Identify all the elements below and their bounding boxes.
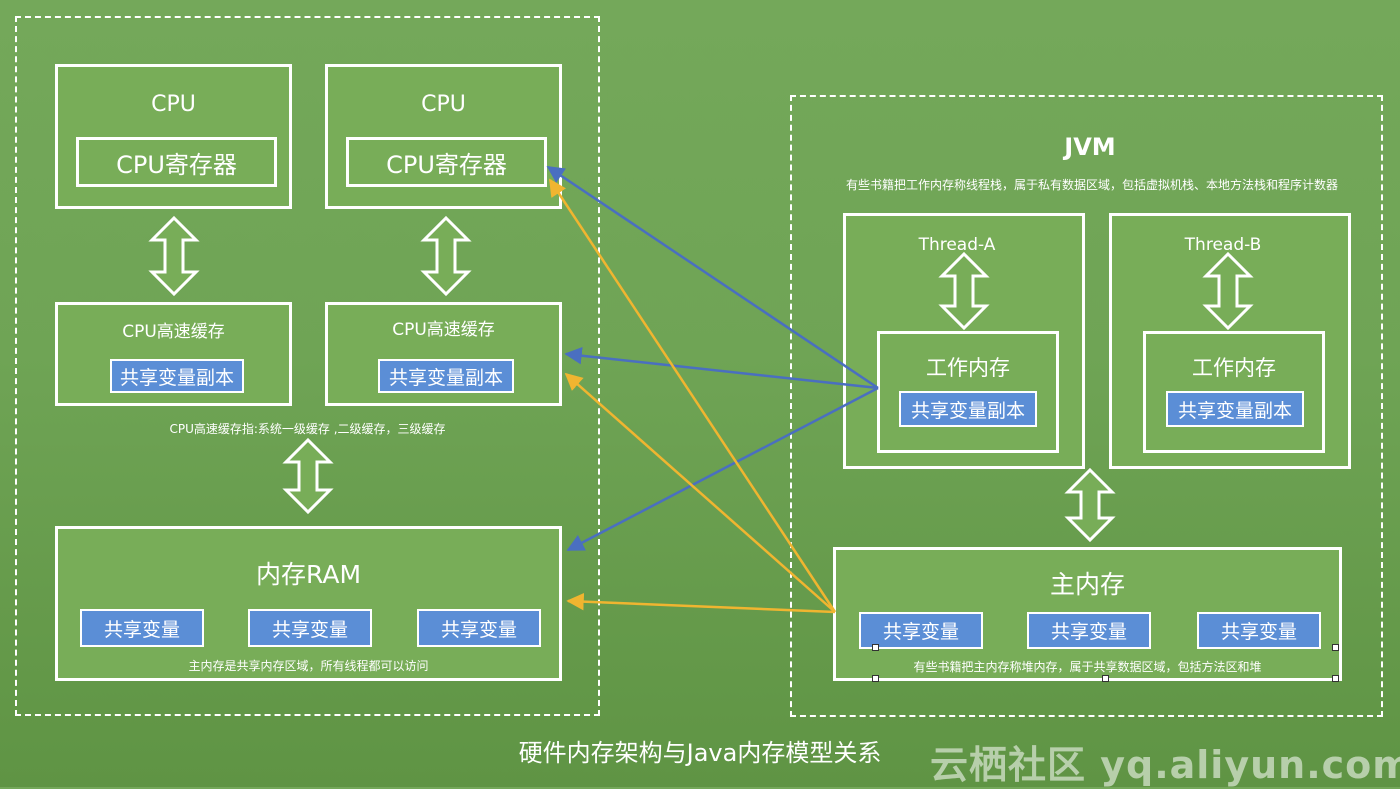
arrow-work-to-ram [566, 386, 879, 552]
ram-box: 内存RAM 共享变量 共享变量 共享变量 主内存是共享内存区域，所有线程都可以访… [55, 526, 562, 681]
thread-b-work-title: 工作内存 [1192, 356, 1276, 380]
arrow-work-to-register [546, 165, 879, 390]
cache-shared-copy-1: 共享变量副本 [110, 359, 244, 393]
thread-a-title: Thread-A [918, 235, 996, 255]
cpu-cache-box-1: CPU高速缓存 共享变量副本 [55, 302, 292, 406]
thread-b-shared-copy: 共享变量副本 [1166, 391, 1304, 427]
thread-b-work-memory: 工作内存 共享变量副本 [1143, 331, 1325, 453]
main-shared-var-3: 共享变量 [1197, 612, 1321, 649]
main-memory-title: 主内存 [1049, 570, 1125, 599]
arrow-main-to-register [548, 178, 837, 613]
double-arrow-icon [938, 251, 990, 331]
jvm-container [790, 95, 1383, 717]
ram-shared-var-1: 共享变量 [80, 609, 204, 647]
cpu-box-2: CPU CPU寄存器 [325, 64, 562, 209]
selection-handle[interactable] [1102, 675, 1109, 682]
jvm-title: JVM [1064, 133, 1116, 161]
hardware-memory-container [15, 16, 600, 716]
figure-caption: 硬件内存架构与Java内存模型关系 [518, 738, 882, 767]
watermark: 云栖社区 yq.aliyun.com [930, 743, 1400, 787]
double-arrow-icon [1202, 251, 1254, 331]
cpu-cache-title-2: CPU高速缓存 [392, 319, 495, 340]
main-shared-var-1: 共享变量 [859, 612, 983, 649]
cpu-box-1: CPU CPU寄存器 [55, 64, 292, 209]
thread-b-title: Thread-B [1184, 235, 1262, 255]
double-arrow-icon [148, 215, 200, 297]
cpu-cache-title-1: CPU高速缓存 [122, 321, 225, 342]
cache-note: CPU高速缓存指:系统一级缓存 ,二级缓存，三级缓存 [169, 421, 446, 436]
cpu-cache-box-2: CPU高速缓存 共享变量副本 [325, 302, 562, 406]
arrow-main-to-cache [564, 372, 836, 613]
thread-a-work-title: 工作内存 [926, 356, 1010, 380]
main-memory-note: 有些书籍把主内存称堆内存，属于共享数据区域，包括方法区和堆 [913, 659, 1262, 674]
main-memory-box: 主内存 共享变量 共享变量 共享变量 有些书籍把主内存称堆内存，属于共享数据区域… [833, 547, 1342, 681]
ram-title: 内存RAM [255, 560, 362, 589]
arrow-work-to-cache [564, 347, 879, 390]
cache-shared-copy-2: 共享变量副本 [378, 359, 514, 393]
ram-note: 主内存是共享内存区域，所有线程都可以访问 [188, 658, 429, 673]
thread-a-work-memory: 工作内存 共享变量副本 [877, 331, 1059, 453]
ram-shared-var-3: 共享变量 [417, 609, 541, 647]
double-arrow-icon [420, 215, 472, 297]
selection-handle[interactable] [1332, 675, 1339, 682]
double-arrow-icon [282, 437, 334, 515]
cpu-register-1: CPU寄存器 [76, 137, 277, 187]
thread-a-shared-copy: 共享变量副本 [899, 391, 1037, 427]
thread-b-box: Thread-B 工作内存 共享变量副本 [1109, 213, 1351, 469]
ram-shared-var-2: 共享变量 [248, 609, 372, 647]
cpu-title-1: CPU [151, 91, 196, 117]
main-shared-var-2: 共享变量 [1027, 612, 1151, 649]
cpu-title-2: CPU [421, 91, 466, 117]
selection-handle[interactable] [1332, 644, 1339, 651]
selection-handle[interactable] [872, 644, 879, 651]
jvm-note: 有些书籍把工作内存称线程栈，属于私有数据区域，包括虚拟机栈、本地方法栈和程序计数… [846, 178, 1339, 192]
double-arrow-icon [1064, 467, 1116, 543]
selection-handle[interactable] [872, 675, 879, 682]
arrow-main-to-ram [566, 592, 836, 614]
cpu-register-2: CPU寄存器 [346, 137, 547, 187]
